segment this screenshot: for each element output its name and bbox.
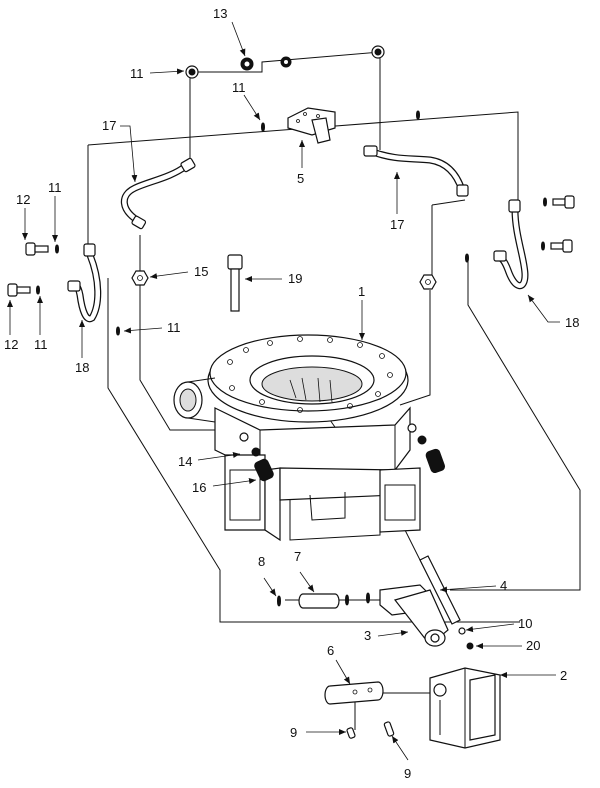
hose-18-left [67, 243, 102, 323]
fitting-13-left [240, 57, 254, 71]
hose-18-right [493, 199, 529, 290]
leader-lines [7, 21, 560, 761]
callout-18-b: 18 [565, 315, 579, 330]
callout-11-b: 11 [232, 80, 246, 95]
callout-6: 6 [327, 643, 334, 658]
oring-11-e [116, 326, 120, 336]
hose-17-left [120, 157, 196, 230]
hose-17-right [363, 145, 469, 197]
callout-3: 3 [364, 628, 371, 643]
pin-7 [298, 593, 340, 609]
callout-18-a: 18 [75, 360, 89, 375]
callout-9-a: 9 [290, 725, 297, 740]
callout-7: 7 [294, 549, 301, 564]
callout-17-b: 17 [390, 217, 404, 232]
bolt-right-bottom [541, 239, 573, 253]
pin-6 [324, 681, 384, 705]
spring-pin-9-right [383, 721, 395, 737]
fitting-14-16-left [239, 432, 274, 482]
callout-20: 20 [526, 638, 540, 653]
callout-labels: 13 11 11 17 5 17 12 11 15 19 12 11 18 11… [4, 6, 579, 781]
washer-11-top-core [188, 68, 196, 76]
callout-16: 16 [192, 480, 206, 495]
bolt-12-top-left [25, 242, 59, 256]
callout-11-e: 11 [167, 320, 181, 335]
callout-11-d: 11 [34, 337, 48, 352]
callout-11-c: 11 [48, 180, 62, 195]
oring-11-a [261, 122, 265, 132]
callout-14: 14 [178, 454, 192, 469]
ring-bolt-holes [227, 336, 393, 413]
callout-12-b: 12 [4, 337, 18, 352]
bolt-19 [227, 254, 243, 312]
callout-15: 15 [194, 264, 208, 279]
oring-8 [277, 595, 281, 607]
nut-right [419, 274, 437, 290]
callout-13: 13 [213, 6, 227, 21]
main-housing-1 [173, 334, 421, 542]
cylinder-assembly [277, 555, 474, 650]
bolt-12-bottom-left [7, 283, 40, 297]
fitting-right-side [407, 423, 446, 474]
callout-19: 19 [288, 271, 302, 286]
callout-8: 8 [258, 554, 265, 569]
bolt-right-top [543, 195, 575, 209]
oring-11-f [465, 253, 469, 263]
spring-pin-9-left [346, 727, 356, 739]
callout-2: 2 [560, 668, 567, 683]
callout-1: 1 [358, 284, 365, 299]
callout-5: 5 [297, 171, 304, 186]
nut-15-left [131, 270, 149, 286]
callout-11-a: 11 [130, 66, 144, 81]
block-5 [287, 107, 336, 144]
callout-9-b: 9 [404, 766, 411, 781]
bracket-2 [429, 667, 501, 749]
oring-11-b [416, 110, 420, 120]
callout-4: 4 [500, 578, 507, 593]
callout-12-a: 12 [16, 192, 30, 207]
callout-17-a: 17 [102, 118, 116, 133]
fitting-13-right [280, 56, 292, 68]
fitting-right-top-core [374, 48, 382, 56]
callout-10: 10 [518, 616, 532, 631]
